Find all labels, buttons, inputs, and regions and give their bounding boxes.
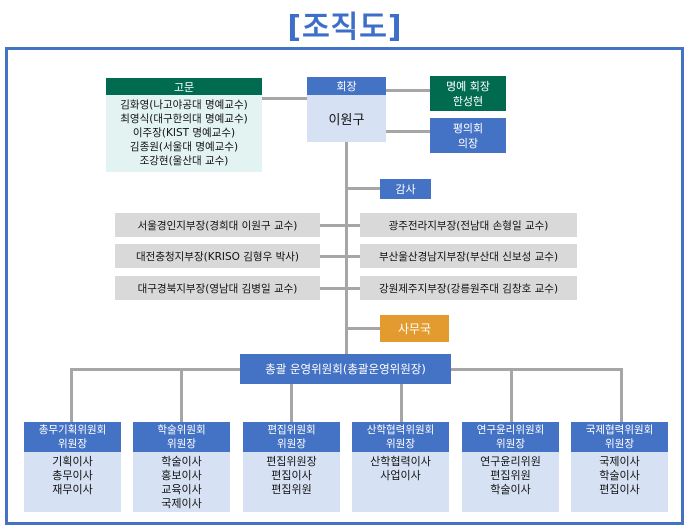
branch-right-1: 광주전라지부장(전남대 손형일 교수): [360, 213, 577, 237]
committee-header: 학술위원회 위원장: [133, 422, 230, 452]
connector-main-vertical: [345, 142, 348, 354]
connector-council: [386, 130, 430, 133]
committee-title: 총무기획위원회: [38, 424, 107, 436]
committee-header: 총무기획위원회 위원장: [24, 422, 121, 452]
committee-role: 위원장: [58, 438, 87, 450]
committee-industry-cooperation: 산학협력위원회 위원장 산학협력이사 사업이사: [352, 422, 449, 512]
committee-role: 위원장: [167, 438, 196, 450]
branch-right-3: 강원제주지부장(강릉원주대 김창호 교수): [360, 276, 577, 300]
committee-members: 국제이사 학술이사 편집이사: [571, 452, 668, 512]
connector-drop-2: [180, 368, 183, 422]
council-chairman-box: 평의회 의장: [430, 118, 506, 153]
advisor-member: 김화영(나고야공대 명예교수): [120, 99, 248, 111]
committee-international: 국제협력위원회 위원장 국제이사 학술이사 편집이사: [571, 422, 668, 512]
committee-member: 재무이사: [52, 483, 93, 496]
committee-member: 편집위원: [490, 469, 531, 482]
connector-branch-row3: [320, 287, 360, 290]
branch-left-2: 대전충청지부장(KRISO 김형우 박사): [115, 244, 320, 268]
chairman-box: 회장 이원구: [307, 77, 386, 142]
committee-title: 편집위원회: [267, 424, 316, 436]
chairman-name: 이원구: [307, 95, 386, 142]
advisor-member: 이주장(KIST 명예교수): [132, 127, 236, 139]
committee-member: 산학협력이사: [370, 455, 431, 468]
advisor-members: 김화영(나고야공대 명예교수) 최영식(대구한의대 명예교수) 이주장(KIST…: [106, 95, 262, 172]
committee-role: 위원장: [605, 438, 634, 450]
connector-drop-1: [70, 368, 73, 422]
advisor-member: 김종원(서울대 명예교수): [129, 141, 239, 153]
committee-role: 위원장: [386, 438, 415, 450]
committee-member: 기획이사: [52, 455, 93, 468]
branch-right-2: 부산울산경남지부장(부산대 신보성 교수): [360, 244, 577, 268]
committee-member: 편집위원장: [266, 455, 317, 468]
chairman-header: 회장: [307, 77, 386, 95]
secretariat-box: 사무국: [380, 315, 449, 342]
committee-member: 국제이사: [599, 455, 640, 468]
committee-header: 산학협력위원회 위원장: [352, 422, 449, 452]
connector-branch-row1: [320, 224, 360, 227]
page-title: [조직도]: [287, 10, 403, 45]
committee-title: 연구윤리위원회: [476, 424, 545, 436]
committee-members: 편집위원장 편집이사 편집위원: [243, 452, 340, 512]
committee-role: 위원장: [277, 438, 306, 450]
committee-member: 학술이사: [161, 455, 202, 468]
committee-header: 국제협력위원회 위원장: [571, 422, 668, 452]
committee-editorial: 편집위원회 위원장 편집위원장 편집이사 편집위원: [243, 422, 340, 512]
advisor-box: 고문 김화영(나고야공대 명예교수) 최영식(대구한의대 명예교수) 이주장(K…: [106, 78, 262, 172]
org-chart-frame: [5, 47, 684, 525]
committee-member: 국제이사: [161, 497, 202, 510]
committee-member: 총무이사: [52, 469, 93, 482]
committee-member: 편집이사: [271, 469, 312, 482]
committee-member: 교육이사: [161, 483, 202, 496]
connector-drop-4: [400, 368, 403, 422]
connector-advisor: [262, 97, 308, 100]
branch-left-1: 서울경인지부장(경희대 이원구 교수): [115, 213, 320, 237]
committee-title: 국제협력위원회: [585, 424, 654, 436]
connector-drop-5: [510, 368, 513, 422]
committee-title: 산학협력위원회: [366, 424, 435, 436]
committee-role: 위원장: [496, 438, 525, 450]
auditor-box: 감사: [380, 179, 431, 199]
connector-honorary: [386, 89, 430, 92]
committee-members: 연구윤리위원 편집위원 학술이사: [462, 452, 559, 512]
connector-secretariat: [346, 327, 380, 330]
advisor-member: 최영식(대구한의대 명예교수): [120, 113, 248, 125]
committee-members: 산학협력이사 사업이사: [352, 452, 449, 512]
committee-member: 홍보이사: [161, 469, 202, 482]
connector-drop-3: [290, 368, 293, 422]
honorary-chairman-box: 명예 회장 한성현: [430, 76, 506, 111]
advisor-member: 조강현(울산대 교수): [139, 155, 229, 167]
committee-member: 편집위원: [271, 483, 312, 496]
committee-general-affairs: 총무기획위원회 위원장 기획이사 총무이사 재무이사: [24, 422, 121, 512]
committee-header: 편집위원회 위원장: [243, 422, 340, 452]
committee-research-ethics: 연구윤리위원회 위원장 연구윤리위원 편집위원 학술이사: [462, 422, 559, 512]
honorary-label: 명예 회장: [446, 79, 490, 93]
branch-left-3: 대구경북지부장(영남대 김병일 교수): [115, 276, 320, 300]
committee-title: 학술위원회: [157, 424, 206, 436]
connector-branch-row2: [320, 255, 360, 258]
committee-academic: 학술위원회 위원장 학술이사 홍보이사 교육이사 국제이사: [133, 422, 230, 512]
committee-members: 학술이사 홍보이사 교육이사 국제이사: [133, 452, 230, 512]
honorary-name: 한성현: [452, 94, 484, 108]
committee-member: 연구윤리위원: [480, 455, 541, 468]
committee-member: 학술이사: [490, 483, 531, 496]
committee-header: 연구윤리위원회 위원장: [462, 422, 559, 452]
council-line2: 의장: [457, 136, 479, 150]
committee-members: 기획이사 총무이사 재무이사: [24, 452, 121, 512]
connector-auditor: [346, 187, 380, 190]
committee-member: 편집이사: [599, 483, 640, 496]
advisor-header: 고문: [106, 78, 262, 95]
committee-member: 사업이사: [380, 469, 421, 482]
committee-member: 학술이사: [599, 469, 640, 482]
steering-committee-box: 총괄 운영위원회(총괄운영위원장): [240, 354, 451, 384]
council-line1: 평의회: [452, 121, 484, 135]
connector-drop-6: [620, 368, 623, 422]
